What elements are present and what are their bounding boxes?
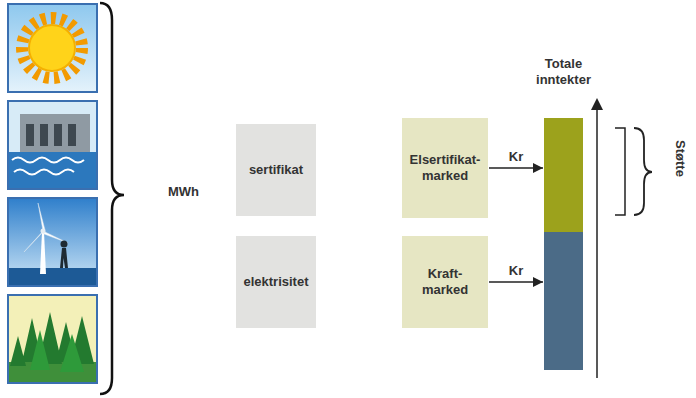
dam-gate bbox=[26, 124, 34, 146]
box-label: elektrisitet bbox=[243, 274, 308, 290]
turbine-hub bbox=[41, 229, 46, 234]
trees bbox=[10, 312, 94, 366]
person-head bbox=[61, 241, 68, 248]
support-segment bbox=[544, 118, 583, 232]
dam-wall bbox=[20, 114, 90, 154]
edge-label: Kr bbox=[507, 264, 525, 278]
turbine-tower bbox=[40, 232, 46, 274]
turbine-blades bbox=[24, 203, 68, 252]
foam bbox=[12, 158, 84, 175]
bar-heading: Totale inntekter bbox=[522, 56, 606, 87]
unit-label: MWh bbox=[168, 184, 199, 199]
quantity-box: elektrisitet bbox=[236, 236, 316, 328]
trees bbox=[30, 330, 84, 372]
tile-frame bbox=[8, 295, 97, 383]
box-label: sertifikat bbox=[249, 162, 303, 178]
market-box: Kraft-marked bbox=[402, 236, 488, 328]
revenue-bar: Totale inntekter bbox=[544, 118, 583, 370]
market-box: Elsertifikat-marked bbox=[402, 118, 488, 218]
wind-tile bbox=[8, 198, 97, 286]
forest-tile bbox=[8, 295, 97, 383]
support-label: Støtte bbox=[673, 128, 688, 188]
edge-label: Kr bbox=[507, 150, 525, 164]
revenue-arrow bbox=[489, 167, 543, 169]
water bbox=[9, 152, 96, 188]
dam-gate bbox=[40, 124, 48, 146]
sea bbox=[9, 268, 96, 285]
total-arrow bbox=[596, 104, 598, 378]
dam-tile bbox=[8, 101, 97, 189]
sun-rays bbox=[22, 18, 82, 78]
support-brace bbox=[634, 128, 652, 215]
tile-frame bbox=[8, 4, 97, 92]
revenue-arrow bbox=[489, 281, 543, 283]
power-segment bbox=[544, 232, 583, 370]
quantity-box: sertifikat bbox=[236, 124, 316, 216]
dam-gate bbox=[68, 124, 76, 146]
tile-frame bbox=[8, 101, 97, 189]
dam-gate bbox=[54, 124, 62, 146]
sun-tile bbox=[8, 4, 97, 92]
curly-brace bbox=[100, 3, 124, 394]
box-label: Elsertifikat-marked bbox=[408, 152, 482, 183]
support-bracket bbox=[615, 128, 625, 215]
tile-frame bbox=[8, 198, 97, 286]
sun bbox=[29, 25, 75, 71]
person bbox=[60, 248, 68, 268]
box-label: Kraft-marked bbox=[408, 266, 482, 297]
